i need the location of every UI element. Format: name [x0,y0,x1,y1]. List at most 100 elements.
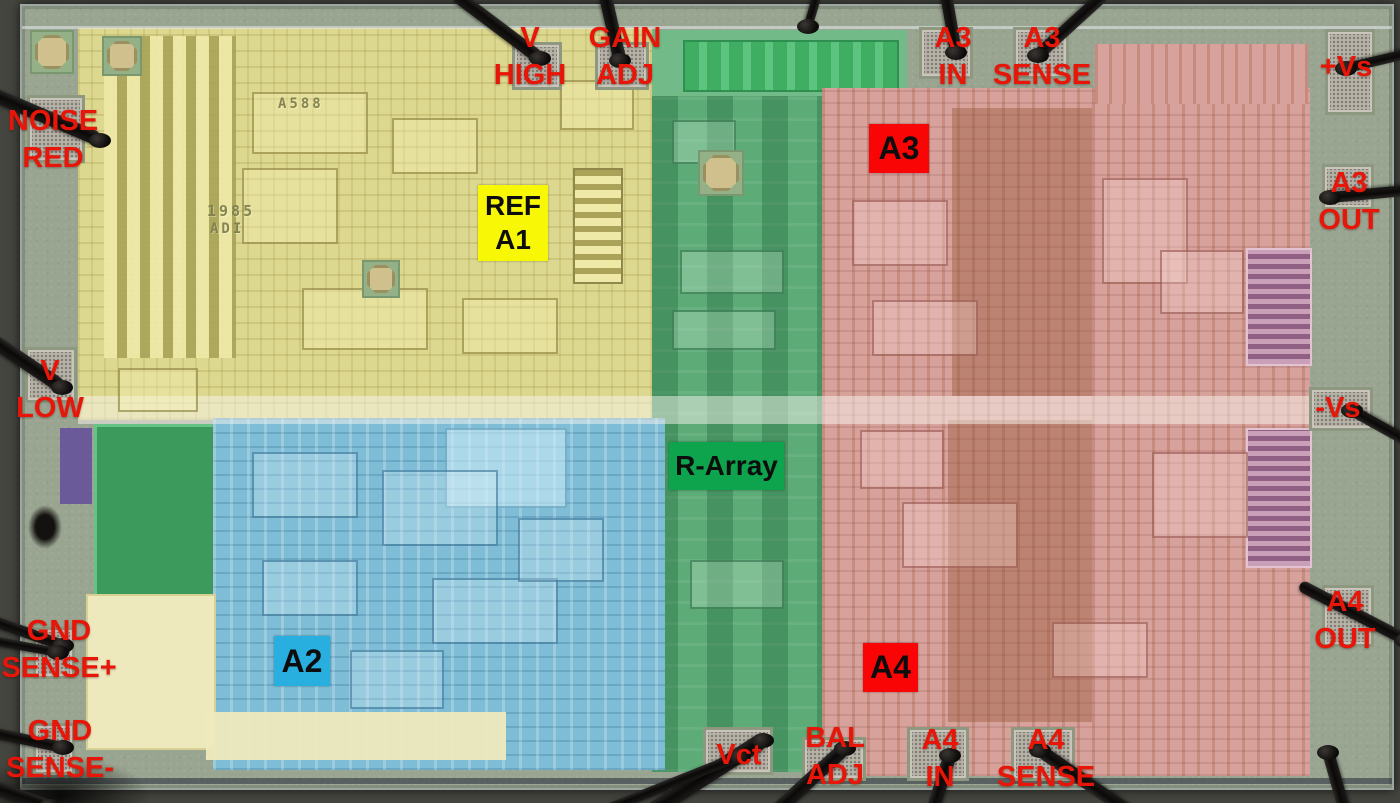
a2-highlight-region [213,418,665,770]
pad-label-line: A4 [1027,724,1065,756]
bond-ball [1317,745,1339,760]
block-label-text: A4 [870,649,911,686]
bond-ball [89,133,111,148]
circuit-block [860,430,944,489]
pad-label-line: BAL [805,722,865,754]
pad-label-line: GND [26,615,92,647]
block-label-text: A1 [495,224,531,255]
bond-ball [529,51,551,66]
serpentine-resistor [1246,248,1312,366]
pad-label-line: V [520,22,540,54]
circuit-block [242,168,338,244]
pad-label-minus-vs: -Vs [1315,390,1360,427]
pad-label-plus-vs: +Vs [1320,49,1372,86]
bond-ball [51,380,73,395]
circuit-block [1152,452,1248,538]
circuit-block [118,368,198,412]
pad-label-gnd-sense-plus: GND SENSE+ [1,613,116,687]
circuit-block [1052,622,1148,678]
pad-label-line: V [40,355,60,387]
bond-ball [945,45,967,60]
pad-label-line: SENSE- [6,752,114,784]
pad-label-line: HIGH [493,59,567,91]
circuit-block [672,310,776,350]
metal-bus [78,396,1310,424]
circuit-block [252,452,358,518]
circuit-block [1160,250,1244,314]
pad-label-line: +Vs [1319,51,1373,83]
block-label-text: REF [485,190,541,222]
octagon-icon [107,41,137,71]
capacitor-block [86,594,216,750]
block-label-a3: A3 [869,124,929,173]
block-label-a2: A2 [274,636,330,686]
pad-label-line: SENSE [992,59,1092,91]
pad-label-line: GAIN [588,22,662,54]
bond-ball [729,749,751,764]
resistor-stripes [104,36,236,358]
a3-top-right-block [1095,44,1308,104]
circuit-block [690,560,784,609]
circuit-block [1102,178,1188,284]
bond-ball [1335,61,1357,76]
bond-ball [1029,743,1051,758]
pad-label-line: A3 [1023,22,1061,54]
die-marking-part-number: A588 [278,96,324,112]
circuit-block [680,250,784,294]
capacitor-strip [206,712,506,760]
block-label-r-array: R-Array [669,442,784,490]
circuit-block [518,518,604,582]
bond-ball [47,645,69,660]
bond-ball [797,19,819,34]
die-marking-logo-adi: ADI [210,221,245,237]
circuit-block [382,470,498,546]
bond-ball [834,741,856,756]
circuit-block [432,578,558,644]
circuit-block [902,502,1018,568]
pad-label-line: A3 [1330,167,1368,199]
pad-label-v-low: V LOW [16,353,84,427]
octagon-structure [698,150,744,196]
resistor-ladder [573,168,623,284]
circuit-block [350,650,444,709]
a4-column [948,420,1092,722]
r-array-highlight-region [652,96,822,772]
purple-structure [60,428,92,504]
circuit-block [252,92,368,154]
pad-label-line: IN [938,59,968,91]
block-label-a4: A4 [863,643,918,692]
die-marking-year: 1985 [207,202,256,220]
pad-label-line: LOW [16,392,84,424]
pad-label-line: GND [27,715,93,747]
pad-label-line: ADJ [595,59,654,91]
pad-label-line: SENSE [996,761,1096,793]
octagon-structure [102,36,142,76]
r-array-left-block [94,424,222,612]
bond-ball [752,733,774,748]
bond-ball [609,53,631,68]
circuit-block [852,200,948,266]
pad-label-gnd-sense-minus: GND SENSE- [6,713,114,787]
pad-label-line: SENSE+ [1,652,117,684]
bond-ball [1395,633,1400,648]
bond-ball [52,740,74,755]
resistor-bank [683,40,899,92]
circuit-block [872,300,978,356]
pad-label-line: OUT [1318,204,1380,236]
serpentine-resistor [1246,428,1312,568]
pad-label-line: A3 [934,22,972,54]
pad-label-line: Vct [716,739,762,771]
a3-column [952,108,1092,396]
block-label-text: A2 [281,642,323,679]
octagon-structure [362,260,400,298]
pad-label-line: -Vs [1315,392,1361,424]
block-label-text: R-Array [675,450,778,482]
bond-ball [939,748,961,763]
